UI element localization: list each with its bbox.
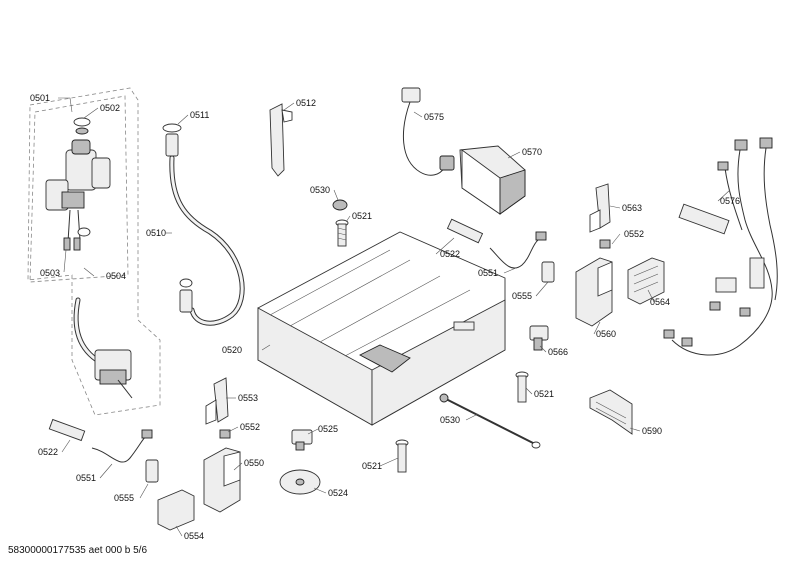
label-0503: 0503 xyxy=(40,268,60,278)
label-0522-top: 0522 xyxy=(440,249,460,259)
spring-0522-top xyxy=(446,218,484,244)
disc-0524 xyxy=(279,469,321,495)
bracket-0560 xyxy=(575,257,613,327)
label-0551-top: 0551 xyxy=(478,268,498,278)
cable-0575 xyxy=(401,87,455,176)
bracket-0564 xyxy=(627,257,665,305)
part-labels: 0501 0502 0503 0504 0510 0511 0512 0520 … xyxy=(30,93,740,541)
label-0501: 0501 xyxy=(30,93,50,103)
base-frame-0520 xyxy=(257,231,506,426)
wiring-harness-0576 xyxy=(663,137,778,356)
sensor-0555-top xyxy=(541,261,555,283)
clip-0552-bottom xyxy=(219,429,231,439)
label-0555-top: 0555 xyxy=(512,291,532,301)
label-0521-bottom: 0521 xyxy=(362,461,382,471)
part-0566 xyxy=(529,325,549,351)
label-0551-bottom: 0551 xyxy=(76,473,96,483)
label-0555-bottom: 0555 xyxy=(114,493,134,503)
label-0576: 0576 xyxy=(720,196,740,206)
label-0502: 0502 xyxy=(100,103,120,113)
group-0501-boundary xyxy=(27,87,161,416)
bracket-0512 xyxy=(269,103,293,177)
label-0521-top: 0521 xyxy=(352,211,372,221)
screw-0521-bottom xyxy=(395,439,409,473)
screw-0521-top xyxy=(335,219,349,247)
label-0552-top: 0552 xyxy=(624,229,644,239)
label-0511: 0511 xyxy=(190,110,209,120)
label-0522-bottom: 0522 xyxy=(38,447,58,457)
label-0530-bottom: 0530 xyxy=(440,415,460,425)
label-0525: 0525 xyxy=(318,424,338,434)
drain-hose-0510 xyxy=(162,123,245,326)
grommet-0530-top xyxy=(332,199,348,211)
label-0590: 0590 xyxy=(642,426,662,436)
label-0504: 0504 xyxy=(106,271,126,281)
sensor-0555-bottom xyxy=(145,459,159,483)
label-0570: 0570 xyxy=(522,147,542,157)
label-0563: 0563 xyxy=(622,203,642,213)
leader-lines xyxy=(58,97,731,537)
label-0553: 0553 xyxy=(238,393,258,403)
label-0520: 0520 xyxy=(222,345,242,355)
label-0575: 0575 xyxy=(424,112,444,122)
filter-0590 xyxy=(589,389,633,435)
label-0530-top: 0530 xyxy=(310,185,330,195)
control-module-0570 xyxy=(459,145,526,215)
label-0566: 0566 xyxy=(548,347,568,357)
rod-0530-bottom xyxy=(439,393,541,449)
label-0521-right: 0521 xyxy=(534,389,554,399)
bracket-0553 xyxy=(205,377,229,425)
label-0512: 0512 xyxy=(296,98,316,108)
bracket-0554 xyxy=(157,489,195,531)
label-0564: 0564 xyxy=(650,297,670,307)
label-0524: 0524 xyxy=(328,488,348,498)
document-footer: 58300000177535 aet 000 b 5/6 xyxy=(8,545,148,556)
label-0550: 0550 xyxy=(244,458,264,468)
screw-0521-right xyxy=(515,371,529,403)
label-0554: 0554 xyxy=(184,531,204,541)
spring-0522-bottom xyxy=(48,418,86,442)
label-0560: 0560 xyxy=(596,329,616,339)
label-0552-bottom: 0552 xyxy=(240,422,260,432)
bracket-0563 xyxy=(589,183,611,233)
label-0510: 0510 xyxy=(146,228,166,238)
bracket-0550 xyxy=(203,447,241,513)
inlet-valve-assembly xyxy=(45,117,111,251)
cable-0551-bottom xyxy=(91,429,153,463)
cable-0551-top xyxy=(489,231,547,269)
part-0525 xyxy=(291,429,313,451)
inlet-hose-0504 xyxy=(73,297,133,399)
clip-0552-top xyxy=(599,239,611,249)
